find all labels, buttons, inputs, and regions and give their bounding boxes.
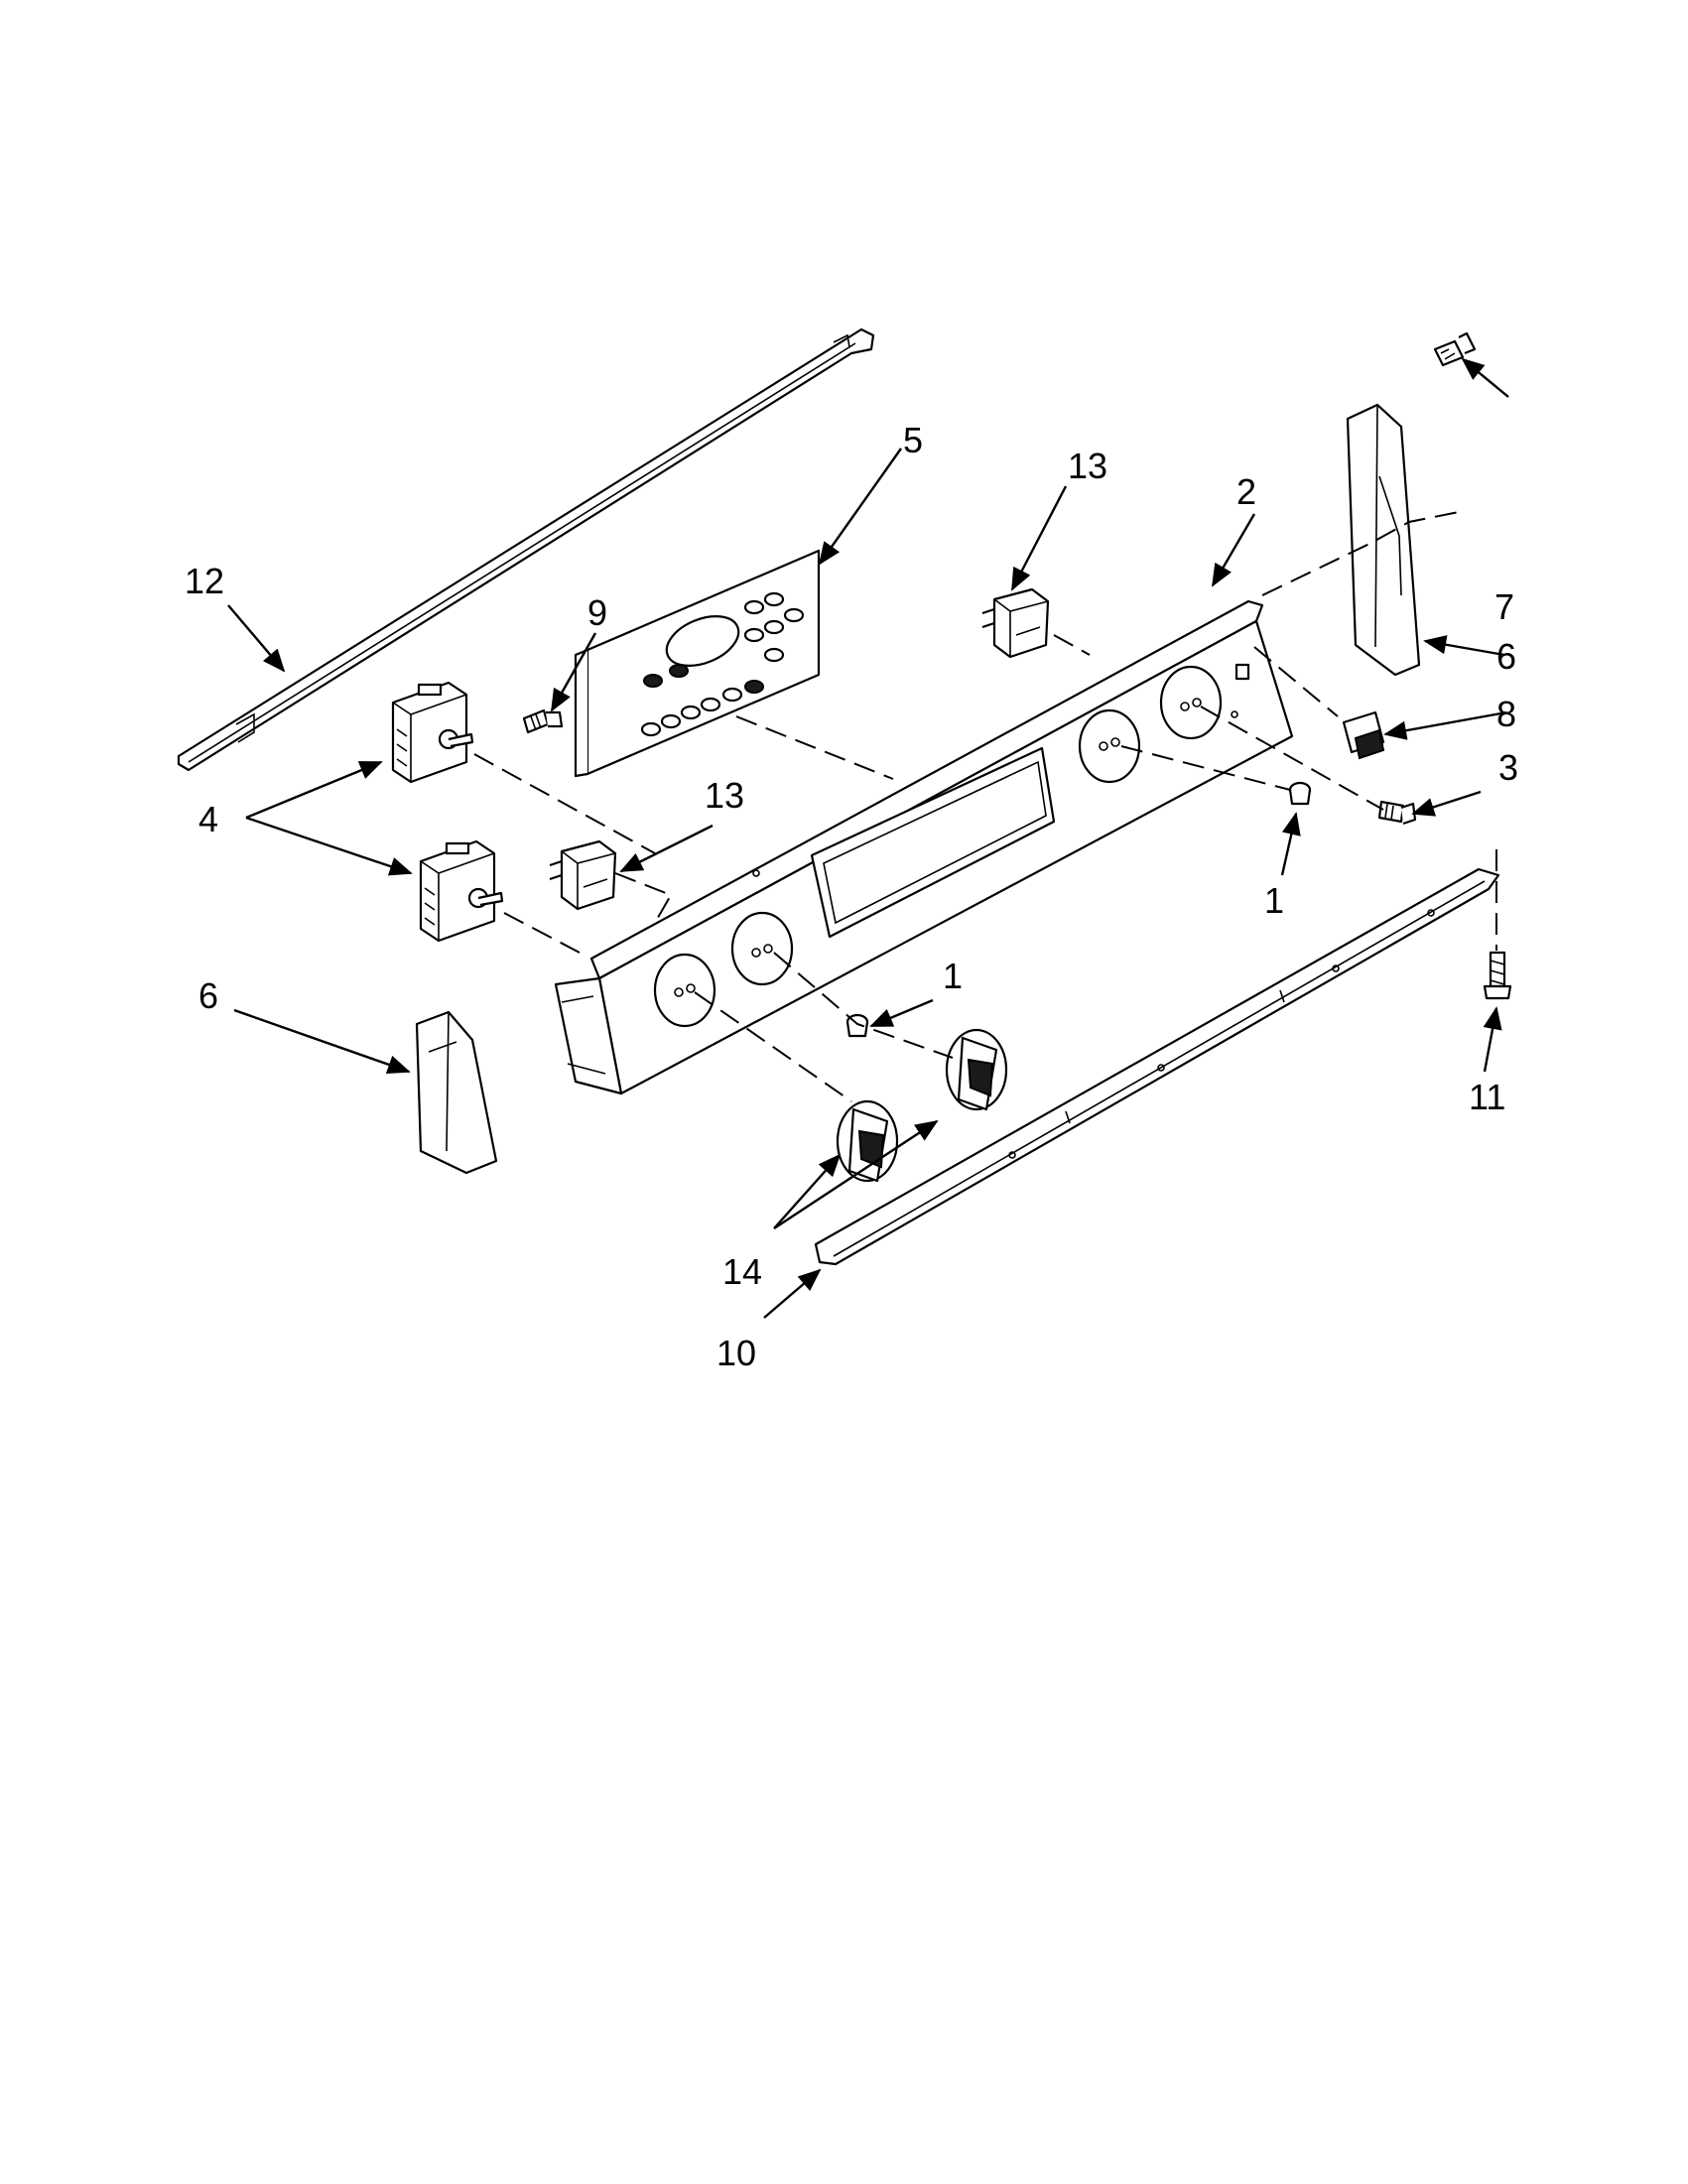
callout-3: 3: [1498, 747, 1518, 788]
part-4-infinite-switch-lower: [419, 839, 504, 943]
callout-2: 2: [1236, 471, 1256, 512]
part-1-bushing-right: [1288, 781, 1312, 806]
callout-1-right: 1: [1264, 880, 1284, 921]
part-3-screw: [1377, 800, 1417, 826]
part-4-infinite-switch-upper: [391, 681, 474, 784]
callout-5: 5: [903, 420, 923, 460]
callout-4: 4: [198, 799, 218, 839]
part-11-screw: [1483, 951, 1512, 1000]
part-12-trim-strip: [177, 327, 875, 772]
callout-9: 9: [587, 592, 607, 633]
part-2-control-panel: [554, 599, 1294, 1095]
leader-lines: [227, 357, 1509, 1319]
part-5-keypad-board: [574, 549, 821, 778]
callout-1-left: 1: [943, 956, 963, 996]
callout-8: 8: [1496, 694, 1516, 734]
part-13-switch-lower: [549, 839, 617, 911]
part-8-rocker-switch: [1342, 710, 1385, 760]
part-6-end-cap-left: [415, 1010, 498, 1175]
callout-13-lower: 13: [705, 775, 744, 816]
callout-10: 10: [716, 1333, 756, 1373]
part-14-knob-left: [836, 1099, 899, 1183]
part-13-switch-upper: [981, 587, 1050, 659]
part-7-screw: [1433, 331, 1477, 367]
keypad-buttons: [640, 591, 805, 737]
assembly-lines: [473, 511, 1497, 1102]
part-10-trim-rail: [814, 867, 1500, 1266]
part-9-screw: [522, 708, 564, 734]
callout-labels: 12 5 9 13 2 7 6 8 3 4 13 1 1 6 11 14 10: [185, 420, 1518, 1373]
callout-12: 12: [185, 561, 224, 601]
callout-7: 7: [1494, 586, 1514, 627]
callout-14: 14: [722, 1251, 762, 1292]
part-6-end-cap-right: [1346, 403, 1421, 677]
callout-13-upper: 13: [1068, 446, 1107, 486]
callout-6-right: 6: [1496, 636, 1516, 677]
callout-11: 11: [1469, 1077, 1505, 1117]
callout-6-left: 6: [198, 975, 218, 1016]
part-14-knob-right: [945, 1028, 1008, 1111]
